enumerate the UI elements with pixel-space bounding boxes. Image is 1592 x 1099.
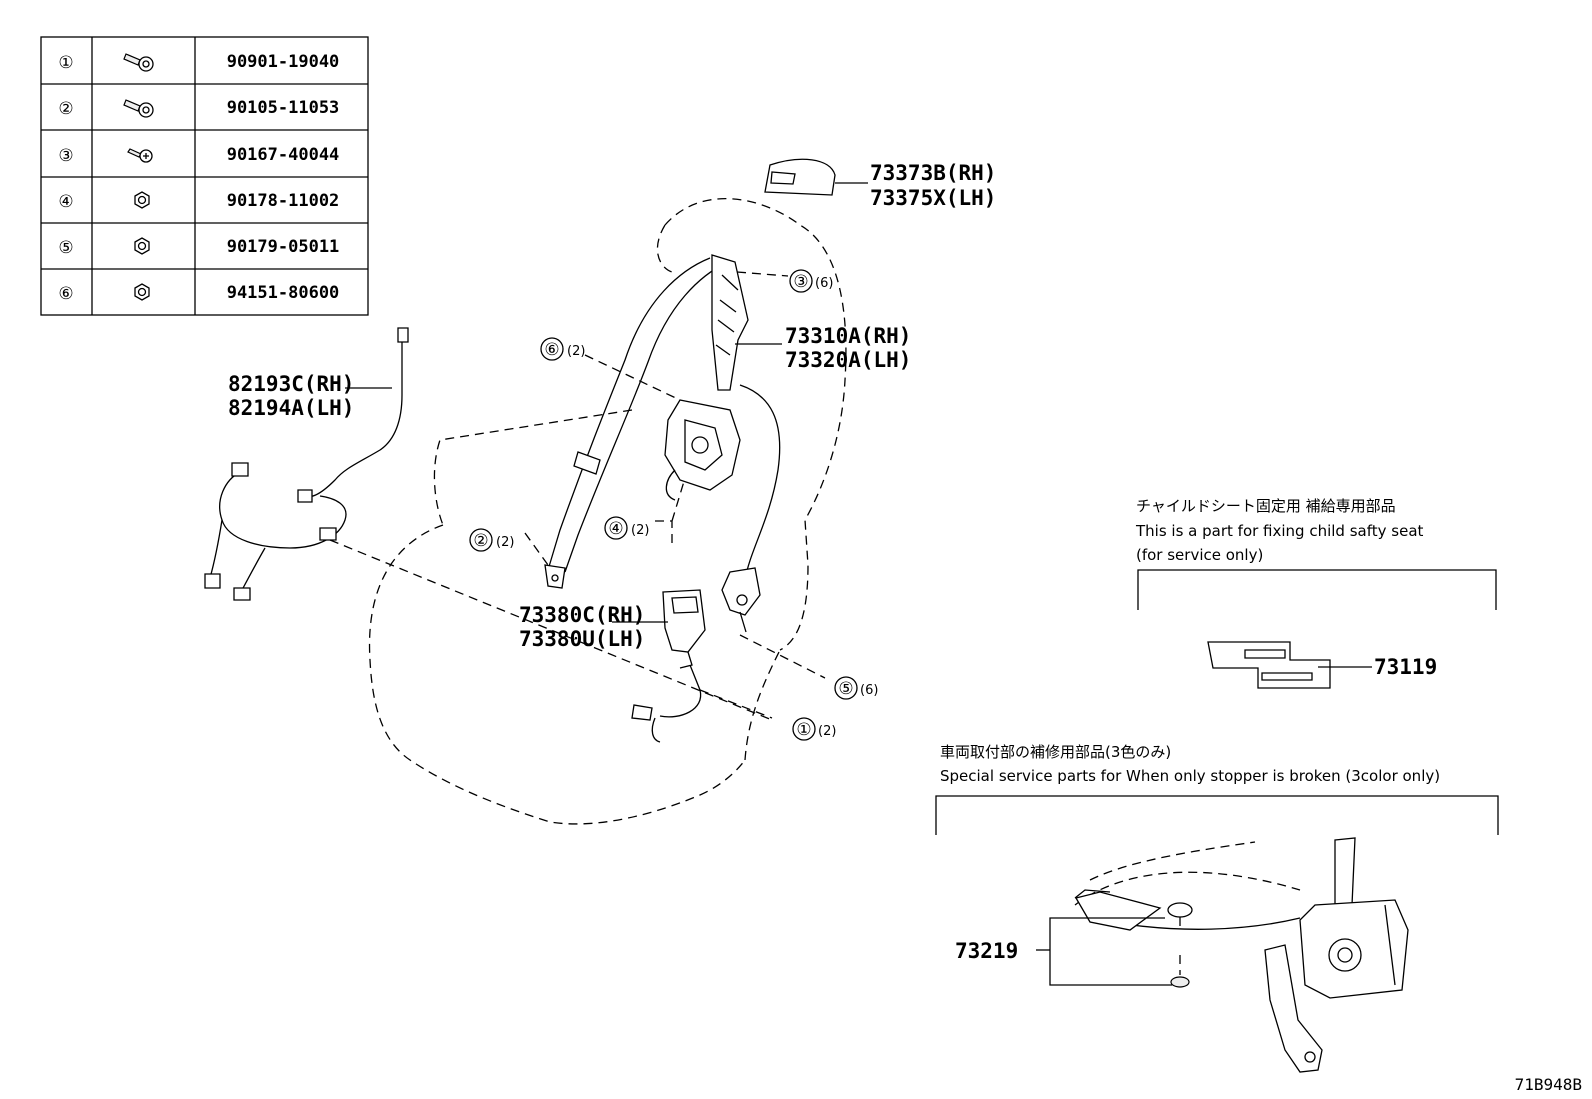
part-label-belt-rh: 73310A(RH) [785,324,911,348]
table-row: ② 90105-11053 [58,98,339,119]
wire-harness [204,327,409,601]
callout-qty: (2) [567,344,585,359]
row-number: ⑥ [58,284,73,304]
table-row: ⑥ 94151-80600 [58,283,339,304]
callout-qty: (2) [818,724,836,739]
part-label-buckle-lh: 73380U(LH) [519,627,645,651]
part-label-child-seat: 73119 [1374,655,1437,679]
row-number: ⑤ [58,238,73,258]
row-number: ② [58,99,73,119]
stopper-button [1167,902,1193,988]
row-number: ① [58,53,73,73]
seat-belt-assembly [544,254,781,633]
nut-icon [134,283,150,301]
callout-3: ③ (6) [789,269,833,293]
seat-outline [368,197,847,825]
part-number: 90179-05011 [227,237,340,257]
callout-5: ⑤ (6) [834,676,878,700]
callout-number: ① [796,720,811,740]
part-label-wire-lh: 82194A(LH) [228,396,354,420]
seat-belt-buckle [612,589,706,743]
callout-number: ⑤ [838,679,853,699]
stopper-part-section: 車両取付部の補修用部品(3色のみ) Special service parts … [935,743,1499,1073]
table-row: ⑤ 90179-05011 [58,237,339,258]
callout-qty: (6) [860,683,878,698]
part-label-buckle-rh: 73380C(RH) [519,603,645,627]
callout-4: ④ (2) [604,516,649,540]
stopper-note-en: Special service parts for When only stop… [940,767,1440,785]
part-number: 90167-40044 [227,145,340,165]
figure-reference: 71B948B [1515,1075,1582,1094]
part-number: 90105-11053 [227,98,340,118]
callout-qty: (2) [631,523,649,538]
leader-lines [329,271,826,721]
child-note-jp: チャイルドシート固定用 補給専用部品 [1136,497,1396,515]
bolt-icon [123,99,154,118]
part-number: 90178-11002 [227,191,340,211]
part-label-cover-lh: 73375X(LH) [870,186,996,210]
row-number: ③ [58,146,73,166]
part-label-stopper: 73219 [955,939,1018,963]
row-number: ④ [58,192,73,212]
callout-number: ② [473,531,488,551]
part-label-wire-rh: 82193C(RH) [228,372,354,396]
part-number: 90901-19040 [227,52,340,72]
screw-icon [127,148,153,163]
bolt-icon [123,53,154,72]
child-seat-anchor-plate [1207,641,1331,689]
callout-qty: (2) [496,535,514,550]
child-note-en: This is a part for fixing child safty se… [1135,522,1424,540]
table-row: ① 90901-19040 [58,52,339,73]
table-row: ③ 90167-40044 [58,145,339,166]
nut-icon [134,237,150,255]
callout-number: ④ [608,519,623,539]
child-note-en2: (for service only) [1136,546,1263,564]
shoulder-anchor-cover [764,158,868,196]
callout-1: ① (2) [792,717,836,741]
callout-6: ⑥ (2) [540,337,585,361]
part-label-cover-rh: 73373B(RH) [870,161,996,185]
part-label-belt-lh: 73320A(LH) [785,348,911,372]
callout-2: ② (2) [469,528,514,552]
table-row: ④ 90178-11002 [58,191,339,212]
child-seat-part-section: チャイルドシート固定用 補給専用部品 This is a part for fi… [1135,497,1497,689]
nut-icon [134,191,150,209]
callout-qty: (6) [815,276,833,291]
fastener-table: ① 90901-19040 ② 90105-11053 ③ [40,36,369,316]
callout-number: ⑥ [544,340,559,360]
part-number: 94151-80600 [227,283,340,303]
callout-number: ③ [793,272,808,292]
stopper-note-jp: 車両取付部の補修用部品(3色のみ) [940,743,1171,761]
